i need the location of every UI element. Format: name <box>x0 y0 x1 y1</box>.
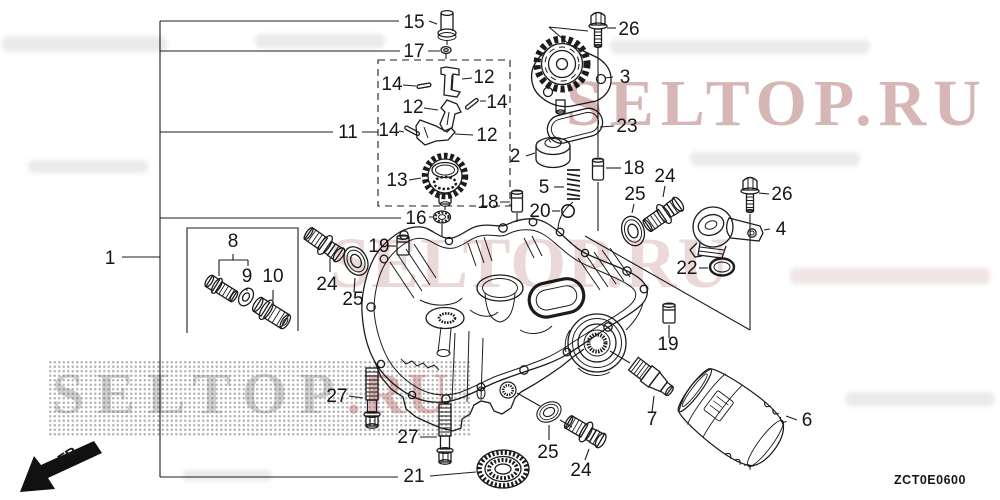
callout-16: 16 <box>405 208 426 229</box>
part-26-bolt-top <box>588 11 608 49</box>
part-13-pump-gear <box>421 152 469 207</box>
front-direction-arrow: FR. <box>20 441 102 492</box>
callout-22: 22 <box>676 258 697 279</box>
part-24-bolt-bottom <box>560 410 611 453</box>
part-22-oring <box>708 257 736 277</box>
scan-smudge <box>790 268 990 284</box>
drawing-code: ZCT0E0600 <box>894 473 966 487</box>
part-12-clip-c <box>415 119 456 146</box>
callout-23: 23 <box>616 116 637 137</box>
part-25-washer-bottom <box>532 397 566 427</box>
scan-smudge <box>690 152 860 166</box>
callout-26: 26 <box>618 19 639 40</box>
callout-15: 15 <box>403 12 424 33</box>
callout-12: 12 <box>473 67 494 88</box>
part-17-washer <box>440 45 452 55</box>
ribs <box>389 235 631 299</box>
part-14-pin-c <box>404 125 421 137</box>
part-9-washer <box>237 287 255 307</box>
main-bore <box>476 274 524 323</box>
callout-12: 12 <box>402 97 423 118</box>
callout-10: 10 <box>262 266 283 287</box>
part-19-pin-b <box>662 302 676 324</box>
callout-25: 25 <box>537 442 558 463</box>
scan-smudge <box>845 392 995 406</box>
callout-24: 24 <box>570 460 592 481</box>
callout-21: 21 <box>403 466 424 487</box>
scan-smudge <box>182 470 272 481</box>
part-14-pin-b <box>464 97 479 110</box>
callout-6: 6 <box>802 410 813 431</box>
callout-27: 27 <box>326 386 347 407</box>
callout-20: 20 <box>529 201 550 222</box>
callout-19: 19 <box>368 236 389 257</box>
callout-25: 25 <box>624 184 645 205</box>
callout-13: 13 <box>386 170 407 191</box>
callout-12: 12 <box>476 125 497 146</box>
part-18-pin-a <box>591 157 605 181</box>
scan-smudge <box>2 36 167 52</box>
part-16-washer <box>432 210 452 224</box>
part-6-oil-filter <box>677 368 787 470</box>
part-24-bolt-left <box>299 222 350 267</box>
crankcase-cover-body <box>361 217 649 432</box>
part-23-gasket <box>546 107 604 144</box>
part-3-oil-pump <box>530 35 612 115</box>
part-20-oring <box>560 204 575 219</box>
part-26-bolt-right <box>740 176 760 214</box>
callout-5: 5 <box>539 177 550 198</box>
callout-11: 11 <box>338 122 358 143</box>
callout-7: 7 <box>647 409 658 430</box>
part-5-spring <box>566 169 581 200</box>
governor-bore <box>425 306 465 357</box>
part-25-washer-right <box>617 212 649 250</box>
callout-14: 14 <box>486 92 508 113</box>
part-24-bolt-right <box>638 192 689 237</box>
part-21-oil-seal <box>476 449 530 489</box>
part-14-pin-a <box>416 82 432 90</box>
part-27-bolt-b <box>436 403 454 465</box>
part-18-pin-b <box>510 189 524 213</box>
callout-18: 18 <box>623 158 644 179</box>
part-2-pump-rotor <box>535 136 571 169</box>
part-8-bolt <box>204 274 239 303</box>
callout-8: 8 <box>228 231 239 252</box>
seal-boss <box>564 302 644 376</box>
callout-9: 9 <box>242 266 253 287</box>
callout-17: 17 <box>403 41 424 62</box>
part-7-filter-joint <box>627 356 674 397</box>
skirt <box>374 330 585 432</box>
scan-smudge <box>610 40 870 54</box>
scan-smudge <box>255 34 385 48</box>
part-27-bolt-a <box>363 367 381 429</box>
scan-smudge <box>28 160 148 173</box>
callout-25: 25 <box>342 289 363 310</box>
callout-26: 26 <box>771 184 792 205</box>
pump-chamber <box>527 277 586 319</box>
callout-24: 24 <box>654 166 676 187</box>
part-12-clip-b <box>439 99 462 132</box>
callout-14: 14 <box>381 74 403 95</box>
part-4-oil-filler-cap <box>689 206 764 259</box>
callout-18: 18 <box>477 192 498 213</box>
callout-1: 1 <box>105 248 116 269</box>
part-12-clip-a <box>440 66 462 98</box>
part-10-bolt <box>251 296 292 330</box>
callout-19: 19 <box>657 334 678 355</box>
callout-24: 24 <box>316 274 338 295</box>
callout-4: 4 <box>776 219 787 240</box>
callout-2: 2 <box>510 146 521 167</box>
part-15-collar <box>437 9 457 41</box>
callout-27: 27 <box>397 427 418 448</box>
callout-3: 3 <box>620 67 631 88</box>
callout-14: 14 <box>378 120 400 141</box>
